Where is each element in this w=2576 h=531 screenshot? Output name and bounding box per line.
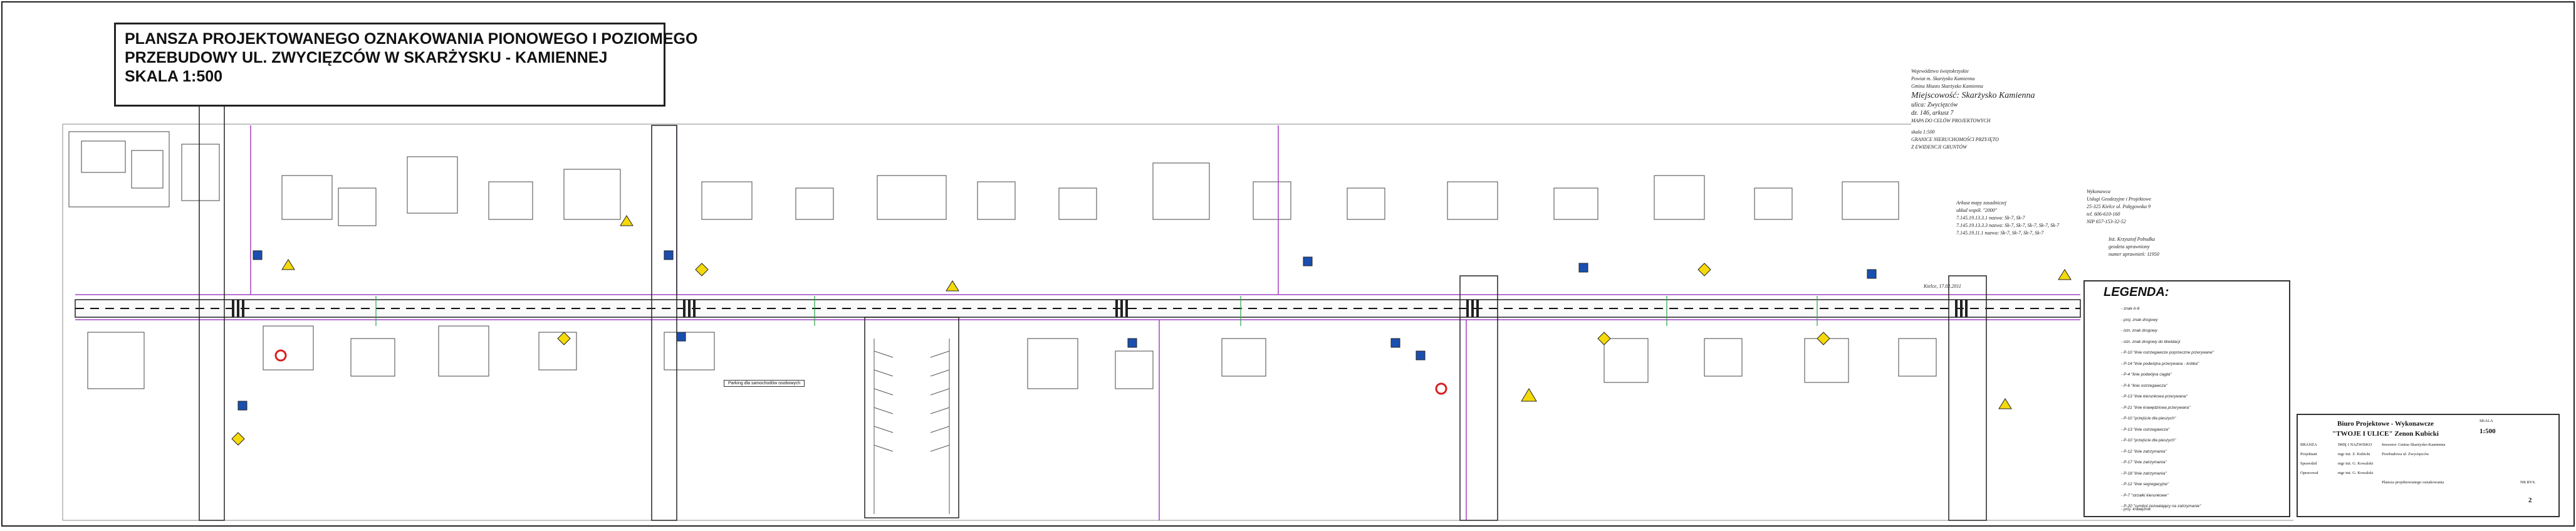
legend-title: LEGENDA: (2104, 285, 2169, 299)
warning-signs (281, 215, 2072, 409)
stamp-role-header: BRANŻA (2300, 443, 2317, 447)
boundaries-note-2: Z EWIDENCJI GRUNTÓW (1911, 144, 1967, 150)
map-type: MAPA DO CELÓW PROJEKTOWYCH (1911, 118, 1991, 124)
firm-name-line-1: Biuro Projektowe - Wykonawcze (2337, 420, 2434, 428)
stamp-drawing-title: Plansza projektowanego oznakowania (2382, 480, 2444, 485)
priority-signs (231, 263, 1830, 446)
legend-item: - istn. znak drogowy (2121, 329, 2157, 333)
contractor-line-2: Usługi Geodezyjne i Projektowe (2087, 196, 2152, 202)
map-info: Województwo świętokrzyskie Powiat m. Ska… (1911, 68, 2074, 151)
stamp-object: Przebudowa ul. Zwycięzców (2382, 452, 2429, 456)
legend-item: - P-10 "linie ostrzegawcze poprzeczne pr… (2121, 350, 2214, 355)
contractor-line-1: Wykonawca (2087, 189, 2110, 194)
archive-line-3: 7.145.19.13.3.1 nazwa: Sk-7, Sk-7 (1956, 215, 2025, 221)
archive-info: Arkusz mapy zasadniczej układ współ. "20… (1956, 199, 2059, 237)
contractor-line-5: NIP 657-153-32-52 (2087, 219, 2126, 224)
map-scale: skala 1:500 (1911, 129, 1935, 135)
legend-item: - P-14 "linie podwójna przerywana - krót… (2121, 361, 2199, 366)
legend-item: - P-6 "linie ostrzegawcza" (2121, 383, 2167, 388)
legend-item: - P-21 "linie krawędziowa przerywana" (2121, 405, 2191, 410)
locality: Miejscowość: Skarżysko Kamienna (1911, 91, 2035, 100)
title-block: PLANSZA PROJEKTOWANEGO OZNAKOWANIA PIONO… (114, 23, 698, 107)
contractor-info: Wykonawca Usługi Geodezyjne i Projektowe… (2087, 188, 2151, 226)
boundaries (75, 125, 2080, 520)
boundaries-note-1: GRANICE NIERUCHOMOŚCI PRZYJĘTO (1911, 137, 1999, 142)
stamp-investor: Inwestor: Gmina Skarżysko-Kamienna (2382, 443, 2446, 447)
main-road (75, 299, 2081, 318)
stamp-row-1-role: Projektant (2300, 452, 2317, 456)
firm-name-line-2: "TWOJE I ULICE" Zenon Kubicki (2332, 430, 2439, 438)
legend: LEGENDA: - znak A-6 - proj. znak drogowy -… (2083, 280, 2290, 517)
stamp-name-header: IMIĘ I NAZWISKO (2338, 443, 2372, 447)
county: Powiat m. Skarżysko Kamienna (1911, 76, 1975, 81)
surveyor-info: Inż. Krzysztof Pobudka geodeta uprawnion… (2109, 236, 2159, 258)
parcels (68, 131, 1937, 389)
legend-item: - znak A-6 (2121, 307, 2140, 311)
legend-item: - P-7 "strzałki kierunkowe" (2121, 493, 2169, 498)
legend-item: - P-18 "linie zatrzymania" (2121, 471, 2167, 476)
road-markings (375, 296, 1818, 326)
surveyor-line-2: geodeta uprawniony (2109, 244, 2150, 250)
legend-item: - proj. znak drogowy (2121, 317, 2158, 322)
drawing-title-line-1: PLANSZA PROJEKTOWANEGO OZNAKOWANIA PIONO… (125, 30, 698, 48)
information-signs (237, 250, 1877, 411)
title-stamp: Biuro Projektowe - Wykonawcze "TWOJE I U… (2297, 414, 2560, 517)
stamp-sheet-number: 2 (2528, 497, 2532, 504)
legend-item: - P-10 "przejście dla pieszych" (2121, 416, 2176, 421)
parking-label: Parking dla samochodów osobowych (724, 380, 805, 387)
stamp-row-2-role: Sprawdził (2300, 461, 2317, 466)
street: ulica: Zwycięzców (1911, 102, 1958, 108)
legend-item: - P-13 "linie ostrzegawcza" (2121, 427, 2170, 432)
legend-item: - P-17 "linie zatrzymania" (2121, 460, 2167, 465)
archive-line-1: Arkusz mapy zasadniczej (1956, 200, 2006, 206)
contractor-line-3: 25-325 Kielce ul. Pałęgowska 9 (2087, 204, 2151, 209)
stamp-scale-label: SKALA (2480, 419, 2493, 423)
stamp-sheet-label: NR RYS. (2520, 480, 2536, 485)
legend-item: - P-12 "linie segregacyjne" (2121, 482, 2169, 486)
legend-item: - P-20 "symbol zezwalający na zatrzymani… (2121, 504, 2201, 508)
surveyor-line-3: numer uprawnień: 11950 (2109, 251, 2159, 257)
legend-item: - P-13 "linie kierunkowa przerywana" (2121, 394, 2188, 399)
stamp-row-3-name: mgr inż. G. Kowalski (2338, 471, 2374, 475)
legend-item: - P-4 "linie podwójna ciągła" (2121, 372, 2172, 377)
surveyor-line-1: Inż. Krzysztof Pobudka (2109, 236, 2155, 242)
drawing-title-line-3: SKALA 1:500 (125, 68, 223, 85)
archive-line-2: układ współ. "2000" (1956, 208, 1998, 213)
legend-item: - P-12 "linie zatrzymania" (2121, 449, 2167, 454)
map-extent (62, 124, 2293, 521)
prohibition-signs (274, 349, 1447, 395)
pedestrian-crossings (232, 300, 1968, 317)
contractor-line-4: tel. 606-610-160 (2087, 211, 2120, 217)
legend-item: - proj. krawężnik (2121, 507, 2151, 512)
stamp-row-2-name: mgr inż. G. Kowalski (2338, 461, 2374, 466)
legend-item: - istn. znak drogowy do likwidacji (2121, 339, 2181, 344)
stamp-scale-value: 1:500 (2480, 428, 2496, 435)
stamp-row-1-name: mgr inż. Z. Kubicki (2338, 452, 2370, 456)
archive-line-4: 7.145.19.13.3.3 nazwa: Sk-7, Sk-7, Sk-7,… (1956, 223, 2060, 228)
drawing-title-line-2: PRZEBUDOWY UL. ZWYCIĘZCÓW W SKARŻYSKU - … (125, 49, 608, 66)
voivodeship: Województwo świętokrzyskie (1911, 68, 1969, 74)
legend-item: - P-10 "przejście dla pieszych" (2121, 438, 2176, 443)
parcel: dz. 146, arkusz 7 (1911, 110, 1954, 117)
parking-bays (873, 339, 950, 514)
commune: Gmina Miasto Skarżysko Kamienna (1911, 83, 1983, 89)
archive-line-5: 7.145.19.11.1 nazwa: Sk-7, Sk-7, Sk-7, S… (1956, 230, 2044, 236)
stamp-row-3-role: Opracował (2300, 471, 2318, 475)
date-note: Kielce, 17.02.2011 (1924, 283, 1961, 289)
